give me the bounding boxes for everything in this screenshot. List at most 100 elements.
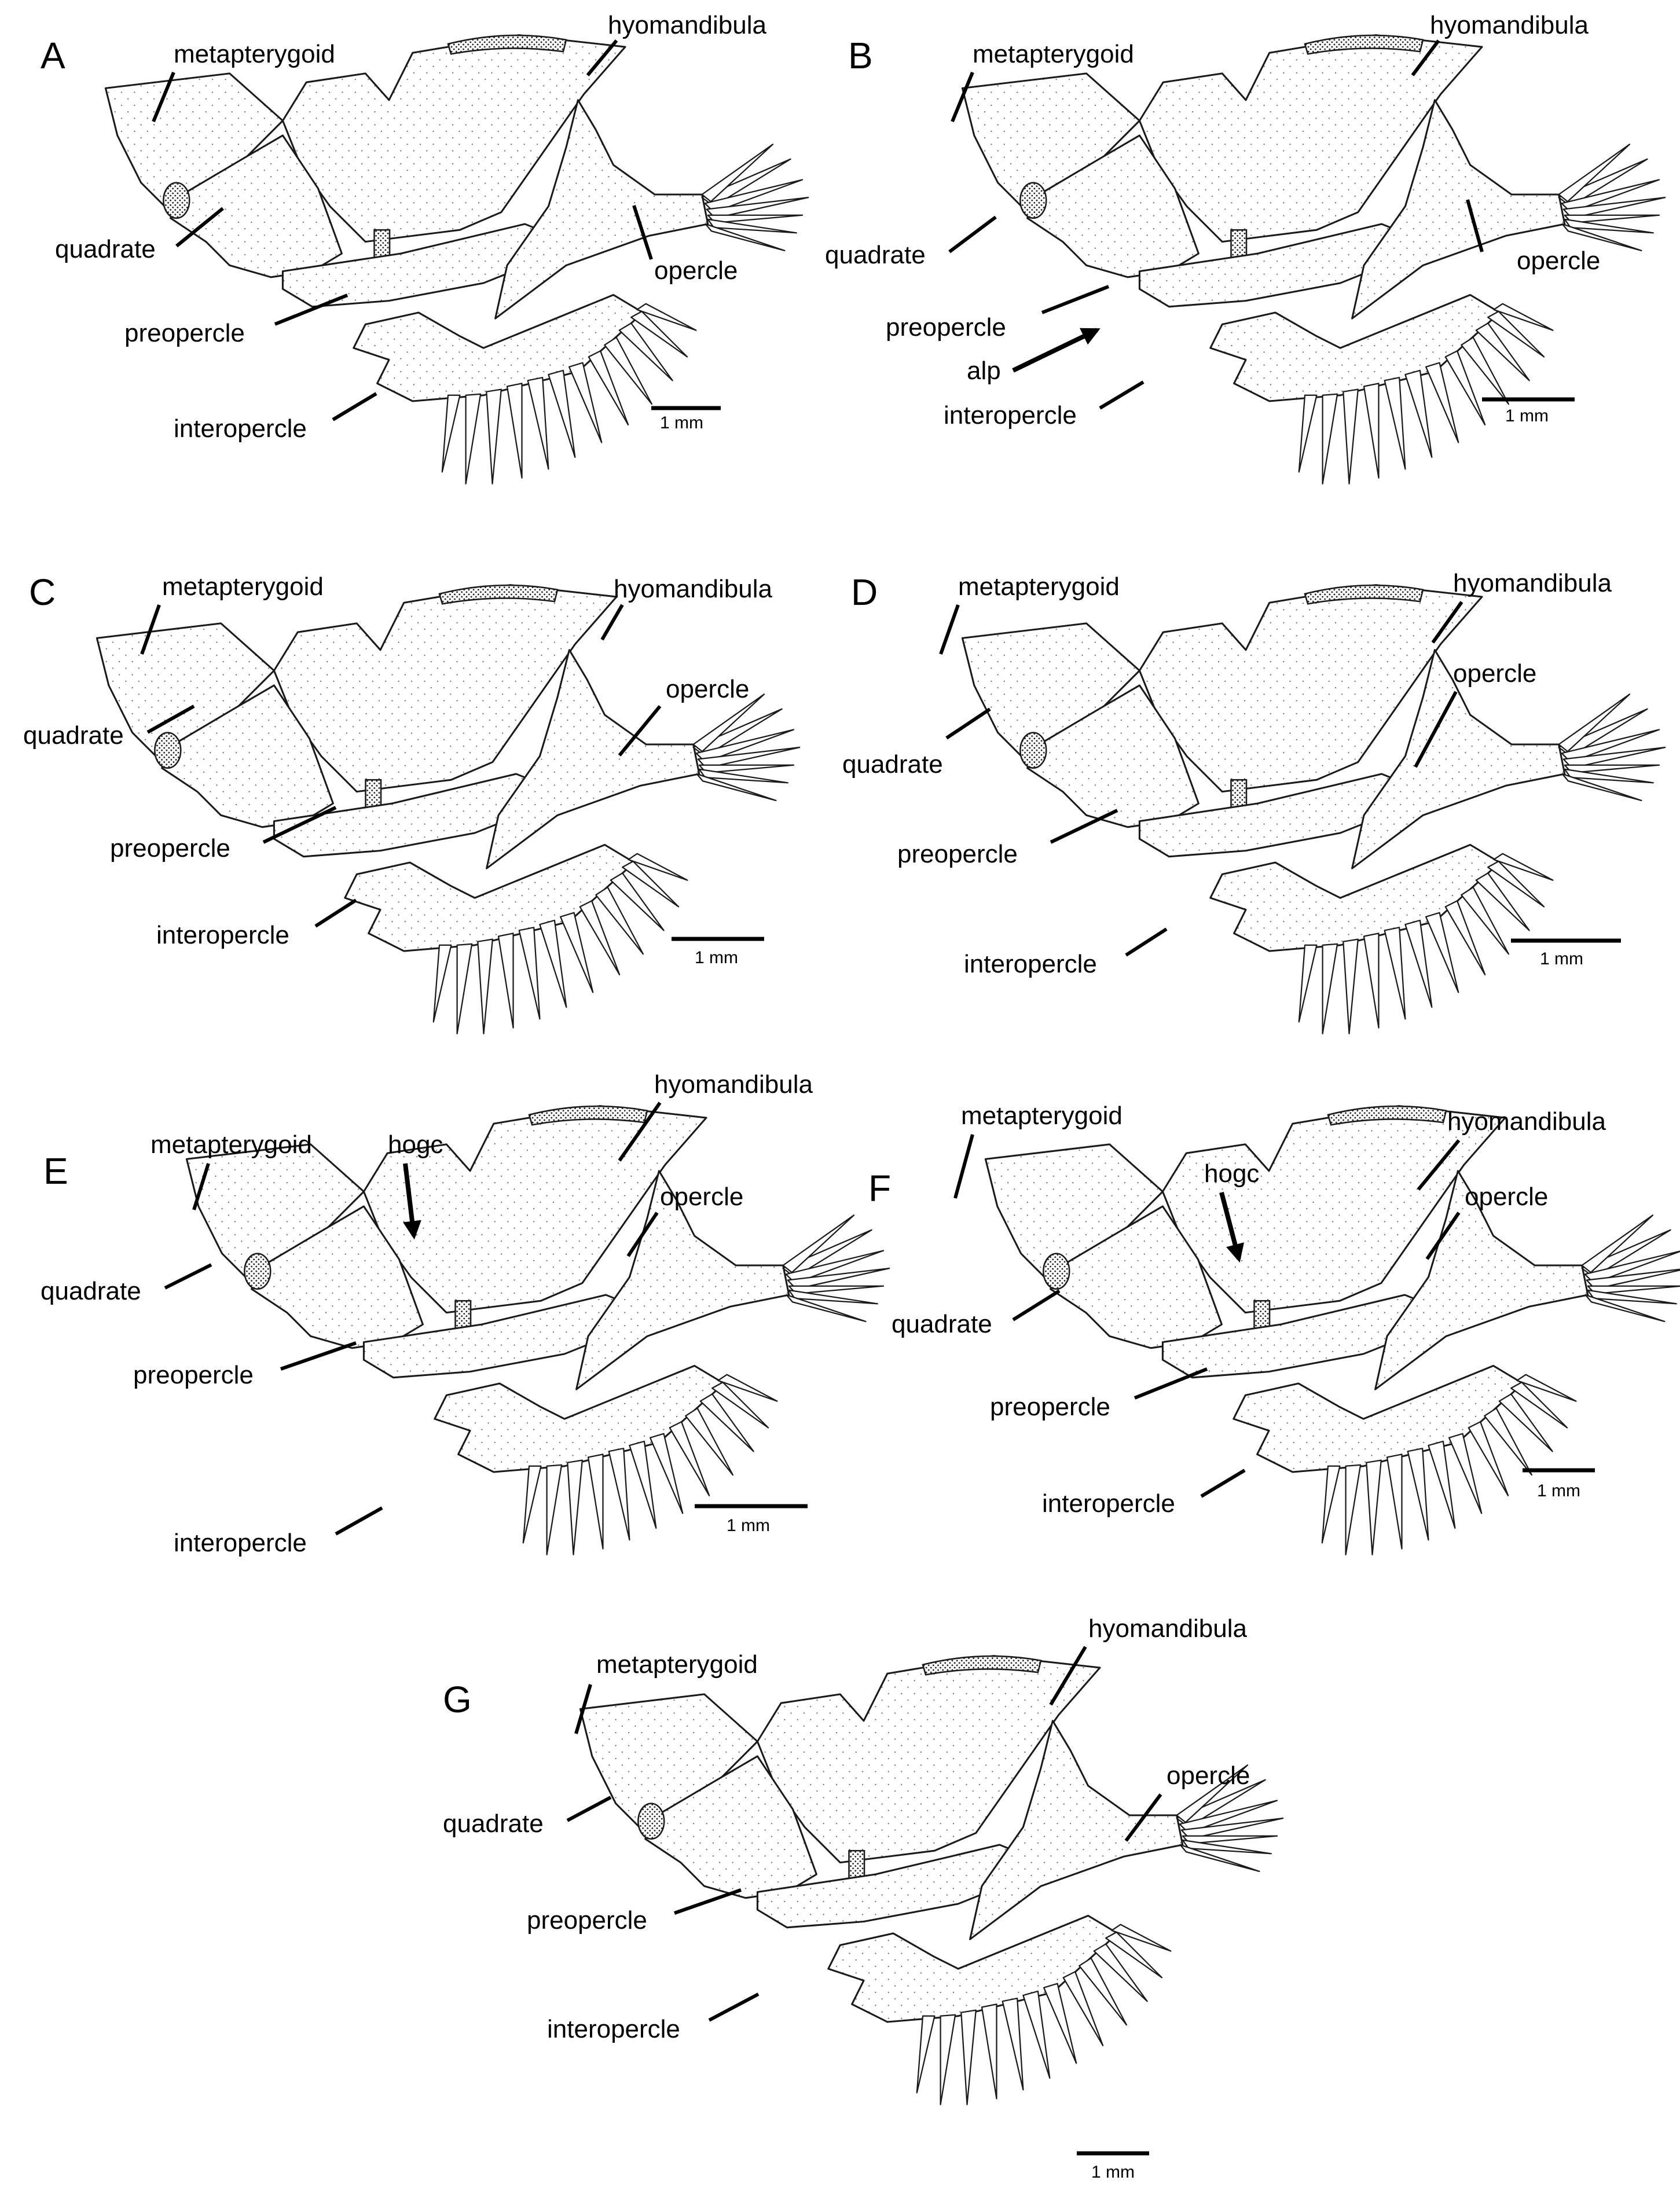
- panel-c-label-interopercle: interopercle: [156, 921, 289, 949]
- panel-g-label-preopercle: preopercle: [527, 1906, 647, 1935]
- panel-d-leader-hyomandibula: [1431, 601, 1463, 644]
- panel-f-leader-interopercle: [1200, 1469, 1246, 1498]
- panel-f-label-interopercle: interopercle: [1042, 1489, 1175, 1518]
- panel-b-letter: B: [848, 35, 873, 76]
- panel-a-leader-quadrate: [175, 207, 224, 248]
- panel-g-label-quadrate: quadrate: [443, 1809, 544, 1838]
- panel-g-scale-label: 1 mm: [1091, 2163, 1135, 2182]
- panel-b-leader-quadrate: [948, 215, 997, 254]
- panel-f-leader-hyomandibula: [1417, 1139, 1461, 1191]
- panel-f-label-hyomandibula: hyomandibula: [1447, 1107, 1606, 1136]
- panel-c-opercle-spines: [692, 693, 801, 802]
- panel-f-opercle-spines: [1581, 1214, 1680, 1323]
- panel-e-label-opercle: opercle: [660, 1183, 743, 1211]
- panel-a-leader-metapterygoid: [152, 71, 175, 123]
- panel-d-scale-label: 1 mm: [1540, 949, 1583, 968]
- panel-b-opercle-spines: [1558, 144, 1666, 252]
- panel-e-label-preopercle: preopercle: [133, 1361, 254, 1389]
- panel-e-label-hogc: hogc: [388, 1130, 443, 1159]
- panel-d-leader-preopercle: [1050, 809, 1118, 844]
- panel-b-leader-hyomandibula: [1411, 39, 1440, 76]
- panel-d-label-hyomandibula: hyomandibula: [1453, 569, 1612, 597]
- panel-f-letter: F: [868, 1168, 891, 1209]
- panel-b-label-quadrate: quadrate: [825, 241, 926, 269]
- panel-d-letter: D: [851, 571, 878, 613]
- panel-f-label-hogc: hogc: [1204, 1159, 1259, 1188]
- panel-a-opercle-spines: [701, 144, 809, 252]
- panel-c-scale-label: 1 mm: [695, 948, 738, 967]
- panel-g-label-opercle: opercle: [1167, 1761, 1250, 1790]
- panel-b-label-opercle: opercle: [1517, 247, 1600, 275]
- panel-a-letter: A: [41, 35, 65, 76]
- panel-b-label-preopercle: preopercle: [886, 313, 1006, 342]
- panel-f-label-quadrate: quadrate: [892, 1310, 992, 1338]
- panel-g-label-hyomandibula: hyomandibula: [1088, 1614, 1247, 1643]
- panel-f-leader-quadrate: [1012, 1289, 1061, 1322]
- panel-b-leader-preopercle: [1041, 285, 1110, 314]
- panel-d-label-preopercle: preopercle: [897, 840, 1018, 868]
- panel-d-label-interopercle: interopercle: [964, 950, 1097, 978]
- panel-c-leader-preopercle: [262, 806, 337, 844]
- panel-c-leader-quadrate: [146, 704, 195, 734]
- panel-f-label-preopercle: preopercle: [990, 1393, 1110, 1421]
- panel-d-leader-metapterygoid: [939, 604, 960, 655]
- panel-d-leader-quadrate: [945, 707, 991, 740]
- panel-b-arrow-alp: [1012, 328, 1101, 373]
- panel-d-label-metapterygoid: metapterygoid: [958, 572, 1120, 601]
- panel-g-label-interopercle: interopercle: [547, 2015, 680, 2043]
- panel-f-label-metapterygoid: metapterygoid: [961, 1102, 1123, 1130]
- panel-c-leader-interopercle: [314, 898, 357, 928]
- panel-d-label-quadrate: quadrate: [842, 750, 943, 779]
- panel-g-leader-metapterygoid: [574, 1684, 592, 1734]
- panel-c-label-quadrate: quadrate: [23, 721, 124, 750]
- panel-c-label-metapterygoid: metapterygoid: [162, 572, 324, 601]
- panel-g: [579, 1655, 1284, 2105]
- panel-a-scale-label: 1 mm: [660, 413, 703, 432]
- panel-a-label-preopercle: preopercle: [124, 319, 245, 347]
- panel-e-label-metapterygoid: metapterygoid: [151, 1130, 312, 1159]
- panel-d-opercle-spines: [1558, 693, 1666, 802]
- panel-g-leader-interopercle: [708, 1992, 760, 2022]
- panel-a-label-interopercle: interopercle: [174, 414, 307, 443]
- panel-c-leader-hyomandibula: [600, 604, 624, 641]
- panel-b-label-hyomandibula: hyomandibula: [1430, 11, 1589, 39]
- panel-b-label-interopercle: interopercle: [944, 401, 1077, 430]
- panel-e-leader-opercle: [626, 1212, 659, 1257]
- panel-b-leader-interopercle: [1099, 380, 1145, 410]
- panel-a-label-hyomandibula: hyomandibula: [608, 11, 766, 39]
- panel-c-letter: C: [29, 571, 56, 613]
- panel-c-label-preopercle: preopercle: [110, 834, 230, 862]
- panel-g-letter: G: [443, 1679, 472, 1720]
- panel-f-arrow-hogc: [1219, 1191, 1245, 1263]
- panel-e-leader-metapterygoid: [192, 1163, 210, 1210]
- panel-e-scale-label: 1 mm: [727, 1516, 770, 1535]
- panel-b-scale-label: 1 mm: [1505, 406, 1549, 425]
- panel-a-leader-opercle: [632, 205, 653, 260]
- panel-c-leader-opercle: [618, 705, 662, 757]
- panel-e-label-quadrate: quadrate: [41, 1277, 141, 1305]
- panel-e-letter: E: [43, 1150, 68, 1192]
- panel-b-label-alp: alp: [967, 357, 1001, 385]
- panel-e-label-interopercle: interopercle: [174, 1529, 307, 1557]
- panel-b-leader-opercle: [1466, 199, 1484, 252]
- panel-e-leader-preopercle: [280, 1341, 357, 1371]
- panel-c-label-opercle: opercle: [666, 675, 749, 703]
- panel-f-label-opercle: opercle: [1465, 1183, 1548, 1211]
- panel-a-label-metapterygoid: metapterygoid: [174, 40, 335, 68]
- panel-c-leader-metapterygoid: [140, 604, 161, 655]
- panel-e: [185, 1105, 890, 1555]
- panel-a-leader-interopercle: [332, 392, 377, 421]
- panel-e-leader-interopercle: [335, 1506, 383, 1536]
- panel-a-label-opercle: opercle: [654, 256, 738, 285]
- panel-f-leader-opercle: [1425, 1212, 1461, 1260]
- panel-a-leader-hyomandibula: [586, 39, 618, 76]
- panel-e-label-hyomandibula: hyomandibula: [654, 1070, 813, 1099]
- panel-d-label-opercle: opercle: [1453, 659, 1536, 688]
- panel-e-opercle-spines: [782, 1214, 890, 1323]
- panel-g-leader-hyomandibula: [1049, 1646, 1087, 1706]
- panel-c-label-hyomandibula: hyomandibula: [614, 575, 772, 603]
- panel-d-leader-interopercle: [1125, 927, 1168, 957]
- panel-g-leader-quadrate: [566, 1796, 612, 1822]
- panel-f-leader-preopercle: [1134, 1367, 1208, 1400]
